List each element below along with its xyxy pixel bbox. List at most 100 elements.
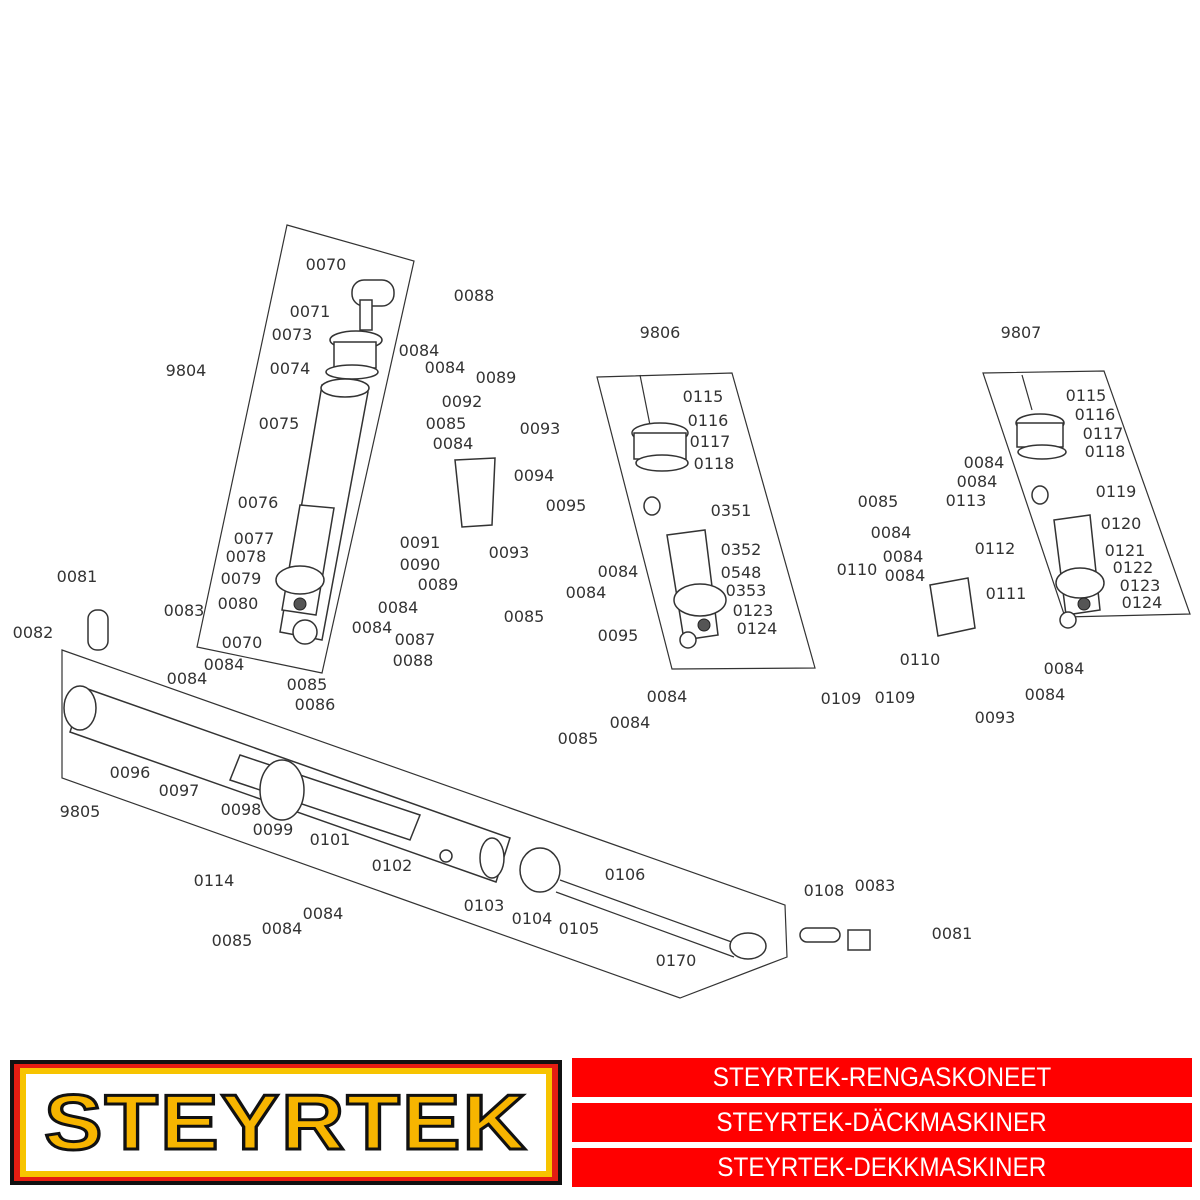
part-label-0115: 0115 [683, 387, 724, 406]
part-label-0086: 0086 [295, 695, 336, 714]
part-label-0073: 0073 [272, 325, 313, 344]
part-label-0118: 0118 [1085, 442, 1126, 461]
part-label-0077: 0077 [234, 529, 275, 548]
part-label-0105: 0105 [559, 919, 600, 938]
part-label-0081: 0081 [57, 567, 98, 586]
part-label-0087: 0087 [395, 630, 436, 649]
frame-9806 [596, 372, 816, 670]
part-label-0124: 0124 [737, 619, 778, 638]
part-label-0123: 0123 [733, 601, 774, 620]
cylinder-9806 [631, 374, 727, 649]
part-label-0084: 0084 [957, 472, 998, 491]
part-label-0080: 0080 [218, 594, 259, 613]
part-label-9807: 9807 [1001, 323, 1042, 342]
part-label-0084: 0084 [885, 566, 926, 585]
part-label-0090: 0090 [400, 555, 441, 574]
pin-0082 [87, 609, 109, 651]
part-label-0084: 0084 [378, 598, 419, 617]
part-label-0084: 0084 [647, 687, 688, 706]
part-label-9804: 9804 [166, 361, 207, 380]
part-label-0089: 0089 [476, 368, 517, 387]
part-label-0103: 0103 [464, 896, 505, 915]
banner-text: STEYRTEK-DÄCKMASKINER [716, 1107, 1048, 1137]
part-label-0084: 0084 [167, 669, 208, 688]
valve-block-0111 [929, 577, 976, 637]
part-label-0097: 0097 [159, 781, 200, 800]
part-label-0083: 0083 [164, 601, 205, 620]
part-label-0084: 0084 [566, 583, 607, 602]
part-label-0118: 0118 [694, 454, 735, 473]
part-label-0071: 0071 [290, 302, 331, 321]
frame-9807 [982, 370, 1191, 618]
part-label-0121: 0121 [1105, 541, 1146, 560]
part-label-0101: 0101 [310, 830, 351, 849]
part-label-0096: 0096 [110, 763, 151, 782]
part-label-0114: 0114 [194, 871, 235, 890]
part-label-0120: 0120 [1101, 514, 1142, 533]
part-label-0124: 0124 [1122, 593, 1163, 612]
part-label-0085: 0085 [287, 675, 328, 694]
part-label-0115: 0115 [1066, 386, 1107, 405]
part-label-0075: 0075 [259, 414, 300, 433]
part-label-0079: 0079 [221, 569, 262, 588]
plate-0083 [847, 929, 871, 951]
part-label-0084: 0084 [1025, 685, 1066, 704]
part-label-0076: 0076 [238, 493, 279, 512]
banner-text: STEYRTEK-DEKKMASKINER [717, 1152, 1047, 1182]
steyrtek-logo: STEYRTEK [10, 1060, 562, 1185]
part-label-0084: 0084 [433, 434, 474, 453]
part-label-0093: 0093 [489, 543, 530, 562]
part-label-0093: 0093 [520, 419, 561, 438]
part-label-0088: 0088 [454, 286, 495, 305]
part-label-0102: 0102 [372, 856, 413, 875]
part-label-0109: 0109 [875, 688, 916, 707]
banner-line-dekkmaskiner: STEYRTEK-DEKKMASKINER [572, 1148, 1192, 1187]
part-label-0548: 0548 [721, 563, 762, 582]
part-label-0085: 0085 [426, 414, 467, 433]
part-label-0112: 0112 [975, 539, 1016, 558]
part-label-0109: 0109 [821, 689, 862, 708]
part-label-0117: 0117 [1083, 424, 1124, 443]
part-label-0352: 0352 [721, 540, 762, 559]
part-label-0095: 0095 [598, 626, 639, 645]
part-label-9806: 9806 [640, 323, 681, 342]
frame-9804 [196, 224, 415, 674]
part-label-0070: 0070 [306, 255, 347, 274]
part-label-0110: 0110 [900, 650, 941, 669]
part-label-0084: 0084 [399, 341, 440, 360]
cylinder-9805 [63, 685, 767, 960]
part-label-0084: 0084 [352, 618, 393, 637]
part-label-0070: 0070 [222, 633, 263, 652]
part-label-0111: 0111 [986, 584, 1027, 603]
part-label-0084: 0084 [871, 523, 912, 542]
frame-9805 [61, 649, 788, 999]
part-label-0083: 0083 [855, 876, 896, 895]
part-label-0089: 0089 [418, 575, 459, 594]
part-label-0092: 0092 [442, 392, 483, 411]
valve-block-0094 [454, 457, 496, 528]
part-label-0094: 0094 [514, 466, 555, 485]
pin-0108 [799, 927, 841, 943]
banner-line-rengaskoneet: STEYRTEK-RENGASKONEET [572, 1058, 1192, 1097]
part-label-0119: 0119 [1096, 482, 1137, 501]
part-label-0085: 0085 [212, 931, 253, 950]
part-label-0106: 0106 [605, 865, 646, 884]
part-label-0074: 0074 [270, 359, 311, 378]
part-label-0084: 0084 [598, 562, 639, 581]
part-label-0104: 0104 [512, 909, 553, 928]
part-label-0098: 0098 [221, 800, 262, 819]
banner-text: STEYRTEK-RENGASKONEET [712, 1062, 1052, 1092]
part-label-0170: 0170 [656, 951, 697, 970]
part-label-0084: 0084 [1044, 659, 1085, 678]
part-label-0099: 0099 [253, 820, 294, 839]
part-label-0117: 0117 [690, 432, 731, 451]
part-label-0108: 0108 [804, 881, 845, 900]
logo-text: STEYRTEK [42, 1077, 528, 1168]
part-label-0085: 0085 [558, 729, 599, 748]
part-label-0084: 0084 [425, 358, 466, 377]
part-label-0093: 0093 [975, 708, 1016, 727]
part-label-0123: 0123 [1120, 576, 1161, 595]
part-label-0085: 0085 [504, 607, 545, 626]
